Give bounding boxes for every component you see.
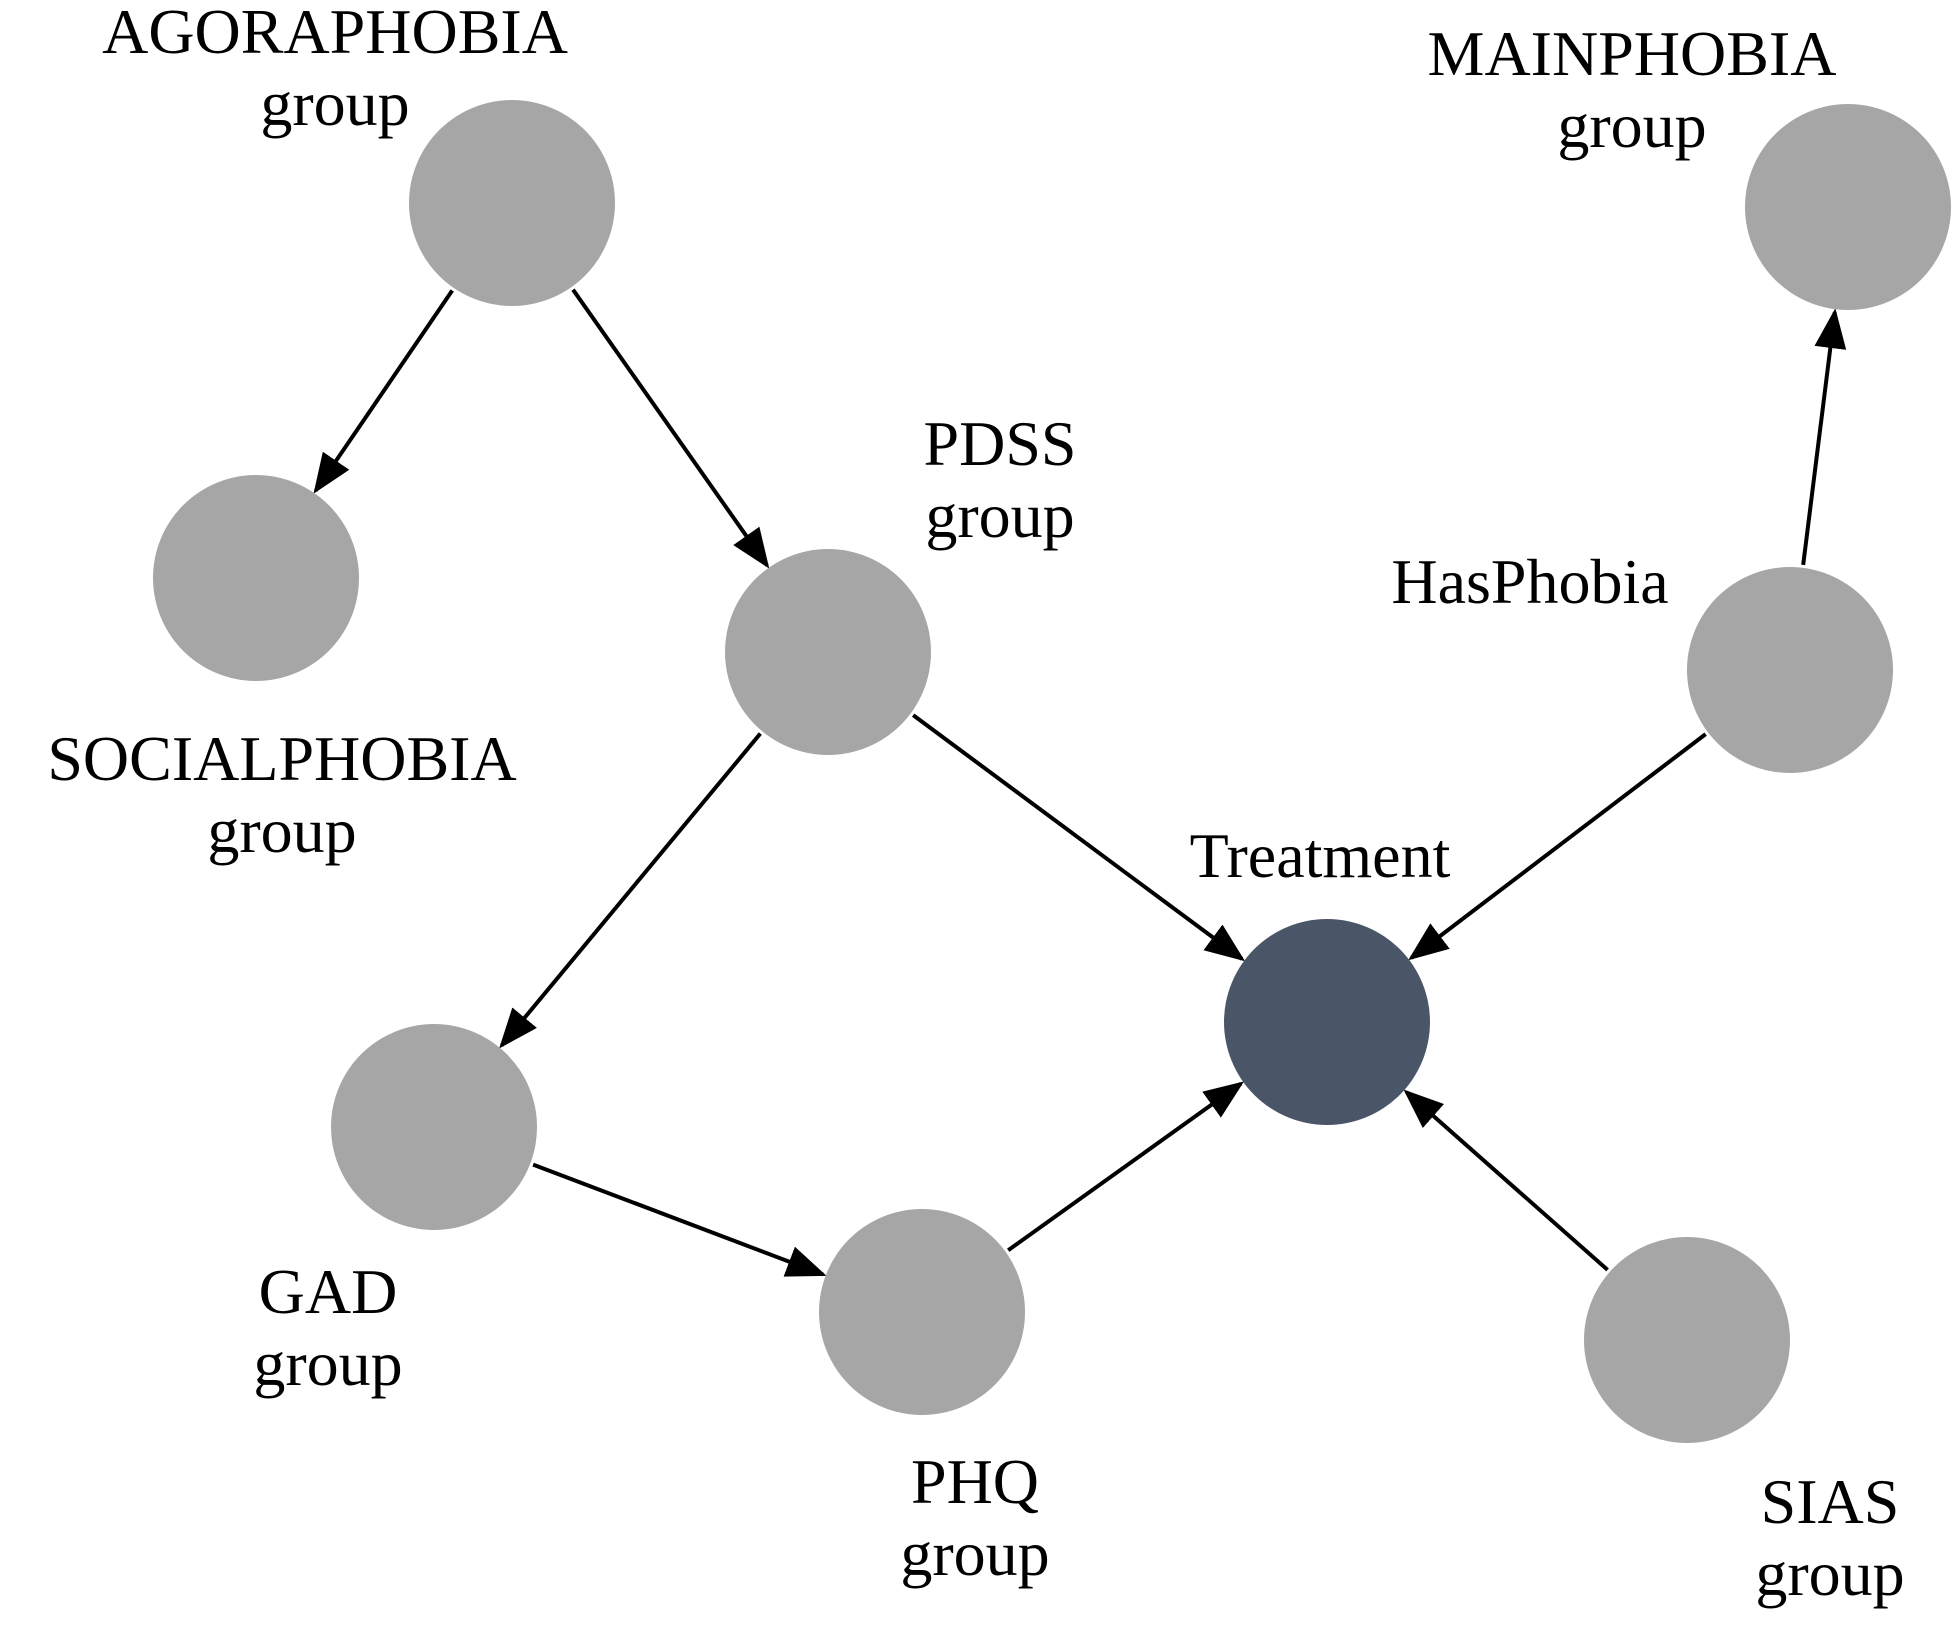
label-hasphobia-line-0: HasPhobia: [1391, 546, 1668, 617]
node-treatment: [1224, 919, 1430, 1125]
node-pdss: [725, 549, 931, 755]
label-pdss-line-0: PDSS: [924, 408, 1077, 479]
label-sias-line-0: SIAS: [1761, 1466, 1900, 1537]
node-phq: [819, 1209, 1025, 1415]
edges-layer: [313, 288, 1847, 1277]
label-treatment: Treatment: [1190, 820, 1451, 891]
label-hasphobia: HasPhobia: [1391, 546, 1668, 617]
edge-phq-to-treatment: [1007, 1081, 1245, 1252]
edge-pdss-to-treatment: [911, 713, 1246, 962]
node-gad: [331, 1024, 537, 1230]
node-sias: [1584, 1237, 1790, 1443]
edge-agoraphobia-to-pdss: [571, 288, 770, 569]
label-sias-line-1: group: [1755, 1538, 1904, 1609]
node-agoraphobia: [409, 100, 615, 306]
label-mainphobia-line-0: MAINPHOBIA: [1428, 18, 1837, 89]
edge-pdss-to-gad: [499, 732, 762, 1049]
nodes-layer: [153, 100, 1951, 1443]
label-pdss-line-1: group: [925, 480, 1074, 551]
edge-gad-to-phq: [532, 1162, 827, 1277]
label-phq-line-1: group: [900, 1518, 1049, 1589]
edge-hasphobia-to-mainphobia: [1801, 308, 1847, 566]
label-treatment-line-0: Treatment: [1190, 820, 1451, 891]
label-socialphobia-line-0: SOCIALPHOBIA: [47, 723, 516, 794]
node-mainphobia: [1745, 104, 1951, 310]
label-gad-line-1: group: [253, 1328, 402, 1399]
edge-hasphobia-to-treatment: [1408, 732, 1707, 961]
node-socialphobia: [153, 475, 359, 681]
label-agoraphobia-line-0: AGORAPHOBIA: [102, 0, 568, 67]
edge-sias-to-treatment: [1403, 1089, 1609, 1272]
node-hasphobia: [1687, 567, 1893, 773]
label-phq-line-0: PHQ: [911, 1446, 1039, 1517]
label-gad-line-0: GAD: [259, 1256, 398, 1327]
edge-agoraphobia-to-socialphobia: [313, 289, 454, 494]
label-socialphobia-line-1: group: [207, 795, 356, 866]
label-mainphobia-line-1: group: [1557, 90, 1706, 161]
label-agoraphobia-line-1: group: [260, 68, 409, 139]
